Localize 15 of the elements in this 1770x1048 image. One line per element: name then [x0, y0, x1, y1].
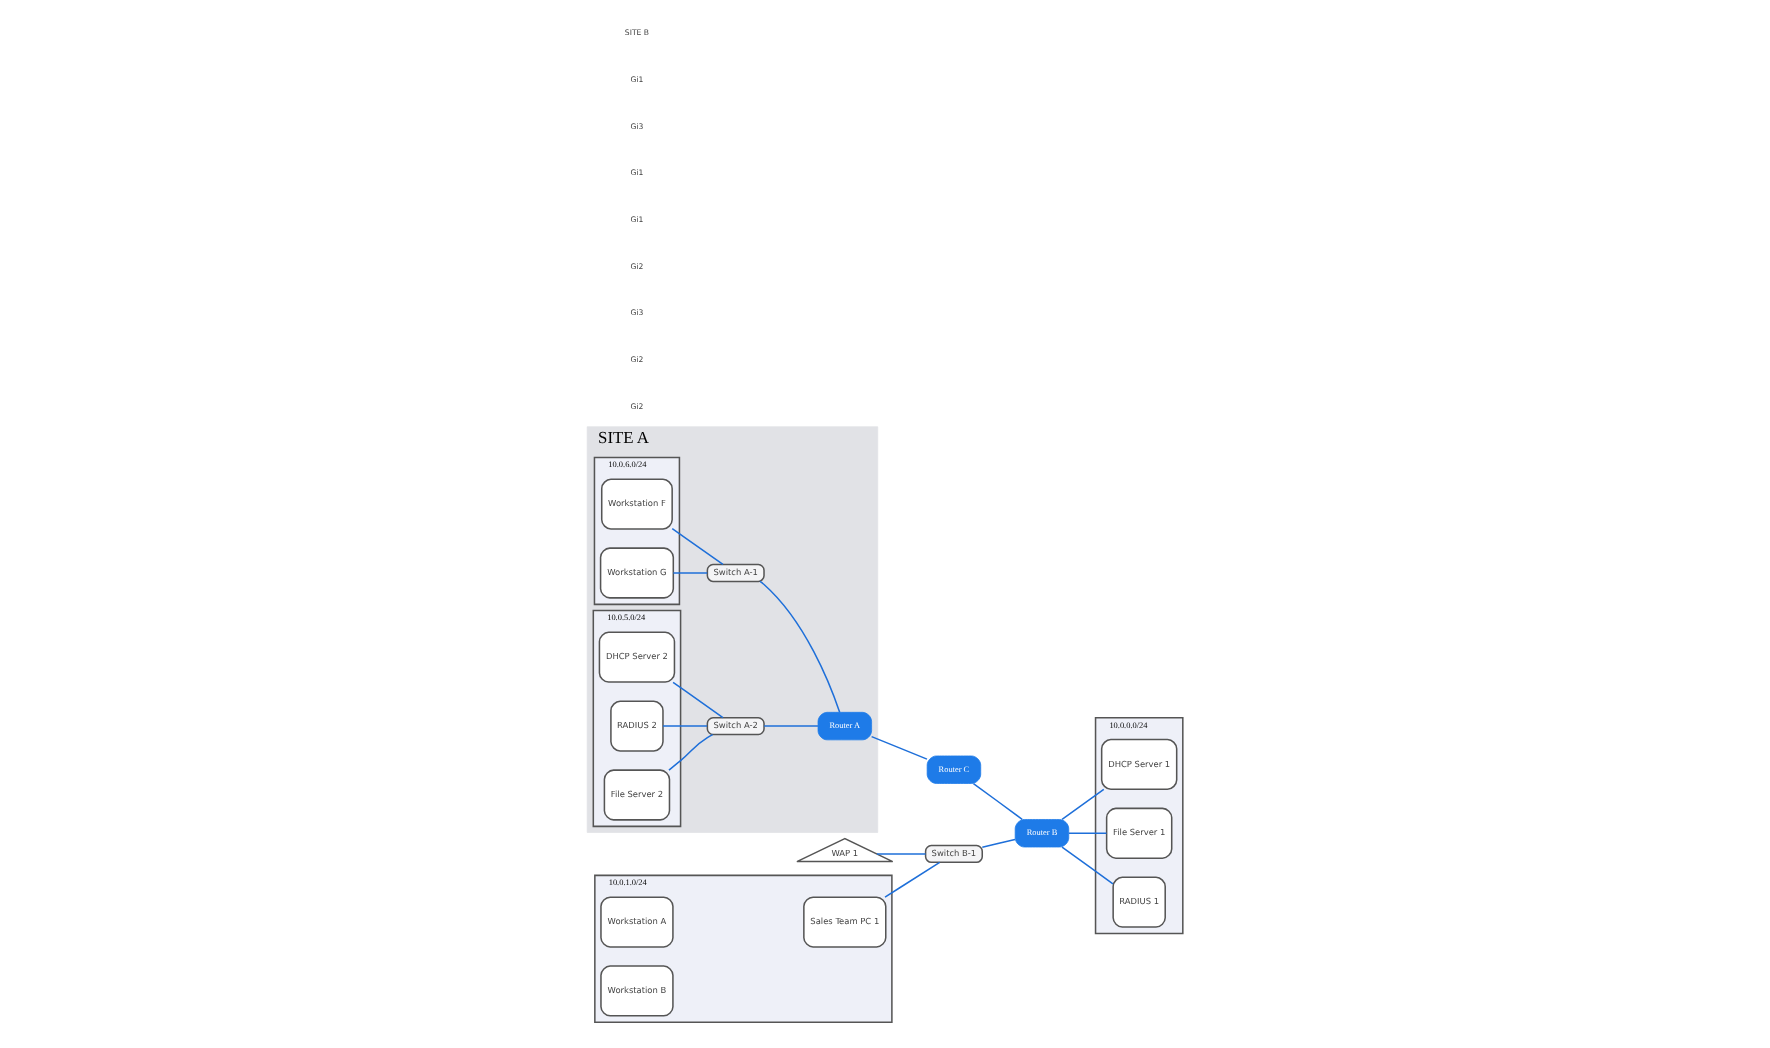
connector: [981, 838, 1016, 849]
connector: [672, 572, 708, 574]
connector: [668, 733, 714, 771]
connector: [662, 725, 708, 727]
connector: [870, 735, 928, 760]
connector: [876, 853, 927, 855]
connector: [763, 725, 819, 727]
connector: [1068, 832, 1108, 835]
connector: [1061, 846, 1114, 885]
connector: [1061, 788, 1105, 821]
connector: [972, 782, 1023, 821]
connector: [884, 861, 941, 898]
connector: [759, 580, 841, 713]
connector: [672, 681, 724, 719]
connector: [671, 527, 724, 566]
